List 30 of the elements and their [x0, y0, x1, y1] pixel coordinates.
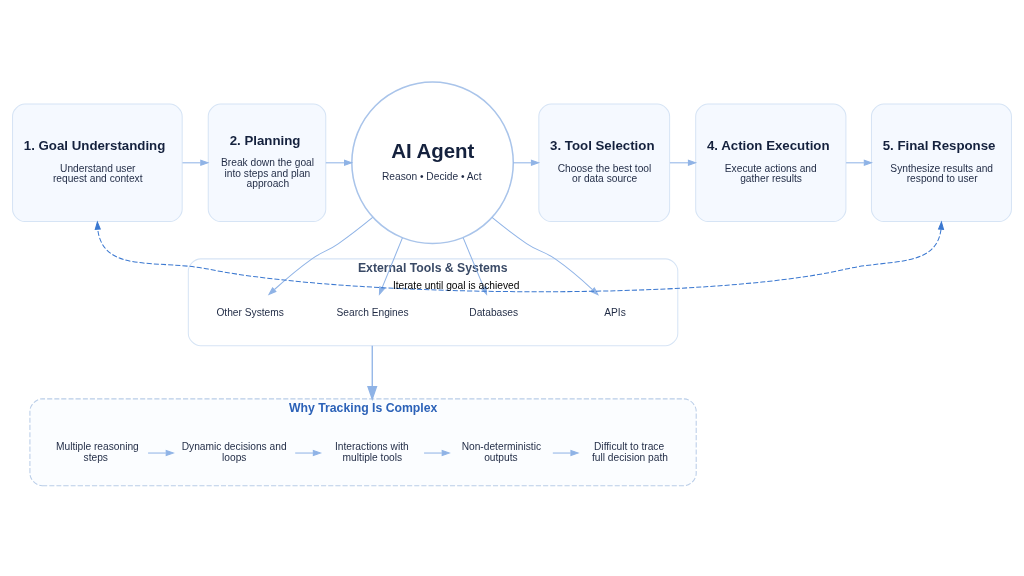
edge-label: Iterate until goal is achieved	[392, 279, 520, 291]
arrow	[512, 159, 541, 167]
node-text: Difficult to trace full decision path	[591, 440, 668, 464]
arrow	[294, 449, 323, 457]
node-text: Databases	[469, 306, 519, 318]
arrow	[182, 159, 210, 167]
arrow	[325, 159, 354, 167]
node-text: Interactions with multiple tools	[334, 440, 409, 464]
node-box: 2. Planning Break down the goal into steps and plan approach	[207, 103, 327, 223]
node-box: 4. Action Execution Execute actions and gather results	[695, 103, 847, 223]
arrow	[367, 345, 378, 401]
node-text: Search Engines	[336, 306, 409, 318]
node-box: 5. Final Response Synthesize results and respond to user	[870, 103, 1012, 223]
arrow	[491, 216, 600, 296]
arrow	[147, 449, 175, 457]
node-text: Dynamic decisions and loops	[181, 440, 287, 464]
arrow	[845, 159, 873, 167]
arrow	[267, 216, 374, 296]
node-text: Multiple reasoning steps	[55, 440, 139, 464]
node-box: 1. Goal Understanding Understand user request and context	[12, 103, 183, 223]
node-text: APIs	[604, 306, 626, 318]
node-box: 3. Tool Selection Choose the best tool or data source	[538, 103, 671, 223]
arrow	[94, 220, 945, 293]
node-text: Other Systems	[216, 306, 284, 318]
arrow	[378, 237, 403, 296]
arrow	[423, 449, 451, 457]
node-text: Non-deterministic outputs	[461, 440, 542, 464]
node-circle: AI Agent Reason • Decide • Act	[351, 81, 515, 245]
arrow	[552, 449, 580, 457]
arrow	[669, 159, 698, 167]
